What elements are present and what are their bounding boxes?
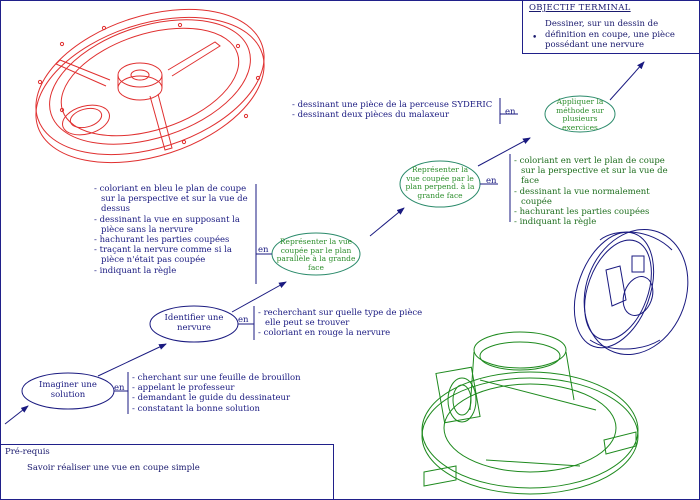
list-item: coloriant en rouge la nervure <box>258 328 436 338</box>
en-label-5: en <box>505 107 516 117</box>
en-label-2: en <box>238 315 249 325</box>
list-item: indiquant la règle <box>94 266 256 276</box>
list-item: dessinant la vue en supposant la pièce s… <box>94 215 256 235</box>
list-appliquer: dessinant une pièce de la perceuse SYDER… <box>292 100 502 120</box>
list-representer-parallele: coloriant en bleu le plan de coupe sur l… <box>94 184 256 276</box>
list-item: indiquant la règle <box>514 217 674 227</box>
list-item: demandant le guide du dessinateur <box>132 393 312 403</box>
node-ellipses <box>21 95 616 410</box>
list-item: hachurant les parties coupées <box>94 235 256 245</box>
list-item: dessinant la vue normalement coupée <box>514 187 674 207</box>
objectif-text: Dessiner, sur un dessin de définition en… <box>545 19 675 50</box>
green-housing-drawing <box>421 331 639 495</box>
blue-pulley-drawing <box>573 228 689 356</box>
objectif-bullet: • <box>532 33 538 43</box>
en-label-1: en <box>114 383 125 393</box>
node-representer-perpend: Représenter la vue coupée par le plan pe… <box>405 165 475 200</box>
node-shape-5 <box>544 95 616 133</box>
progression-arrows <box>4 61 645 425</box>
prerequis-title: Pré-requis <box>5 447 50 457</box>
node-identifier: Identifier une nervure <box>164 313 224 333</box>
list-item: recherchant sur quelle type de pièce ell… <box>258 308 436 328</box>
list-identifier: recherchant sur quelle type de pièce ell… <box>258 308 436 339</box>
node-imaginer: Imaginer une solution <box>39 380 97 400</box>
list-item: cherchant sur une feuille de brouillon <box>132 373 312 383</box>
list-item: traçant la nervure comme si la pièce n'é… <box>94 245 256 265</box>
objectif-terminal-box: OBJECTIF TERMINAL • Dessiner, sur un des… <box>522 0 700 54</box>
node-representer-parallele: Représenter la vue coupée par le plan pa… <box>276 237 356 272</box>
list-item: hachurant les parties coupées <box>514 207 674 217</box>
objectif-title: OBJECTIF TERMINAL <box>529 3 631 13</box>
list-imaginer: cherchant sur une feuille de brouillon a… <box>132 373 312 414</box>
red-wheel-drawing <box>35 8 265 164</box>
list-item: dessinant une pièce de la perceuse SYDER… <box>292 100 502 110</box>
list-item: coloriant en bleu le plan de coupe sur l… <box>94 184 256 215</box>
list-item: constatant la bonne solution <box>132 404 312 414</box>
list-item: dessinant deux pièces du malaxeur <box>292 110 502 120</box>
list-representer-perpend: coloriant en vert le plan de coupe sur l… <box>514 156 674 227</box>
prerequis-text: Savoir réaliser une vue en coupe simple <box>27 463 200 473</box>
prerequis-box: Pré-requis Savoir réaliser une vue en co… <box>0 444 334 500</box>
list-item: appelant le professeur <box>132 383 312 393</box>
en-label-4: en <box>486 176 497 186</box>
en-label-3: en <box>258 245 269 255</box>
node-appliquer: Appliquer la méthode sur plusieurs exerc… <box>556 97 604 132</box>
list-item: coloriant en vert le plan de coupe sur l… <box>514 156 674 187</box>
